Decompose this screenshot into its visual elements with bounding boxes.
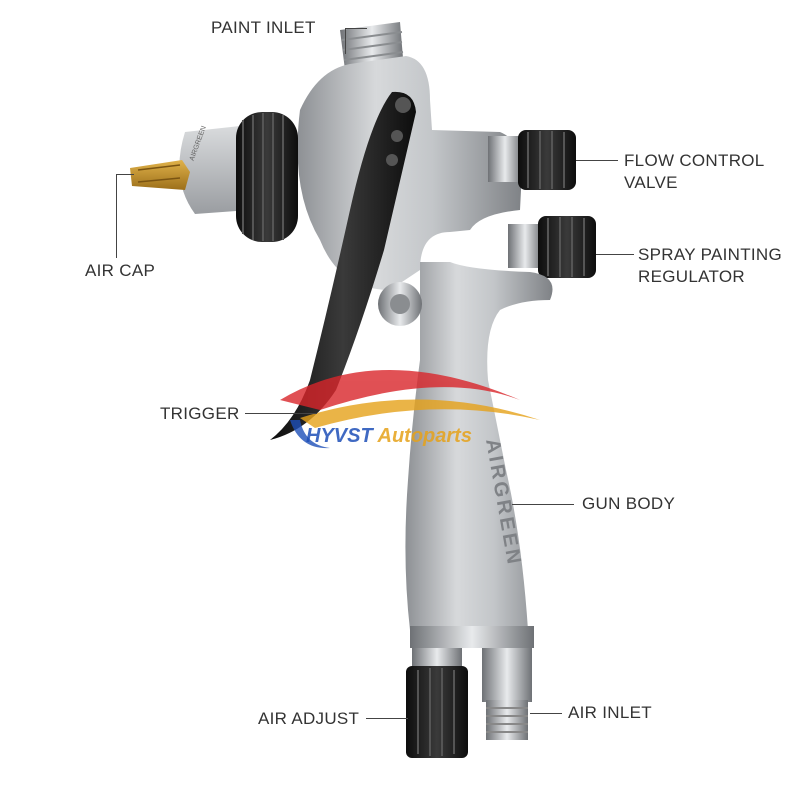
flow-control-valve-part bbox=[488, 130, 576, 190]
air-adjust-part bbox=[406, 648, 468, 758]
flow-control-line1: FLOW CONTROL bbox=[624, 151, 765, 170]
spray-regulator-part bbox=[508, 216, 596, 278]
air-cap-leader-top bbox=[116, 174, 134, 175]
flow-control-leader bbox=[576, 160, 618, 161]
trigger-leader bbox=[245, 413, 317, 414]
flow-control-line2: VALVE bbox=[624, 173, 678, 192]
gun-body-part: AIRGREEN bbox=[405, 262, 553, 648]
air-inlet-leader bbox=[530, 713, 562, 714]
trigger-label: TRIGGER bbox=[160, 404, 240, 423]
paint-inlet-label: PAINT INLET bbox=[211, 18, 316, 37]
gun-body-label: GUN BODY bbox=[582, 494, 676, 513]
watermark-suffix: Autoparts bbox=[377, 425, 472, 447]
flow-control-valve-label: FLOW CONTROL VALVE bbox=[624, 150, 765, 194]
air-inlet-label: AIR INLET bbox=[568, 703, 652, 722]
spray-regulator-line2: REGULATOR bbox=[638, 267, 745, 286]
trigger-part bbox=[270, 91, 416, 440]
spray-regulator-label: SPRAY PAINTING REGULATOR bbox=[638, 244, 782, 288]
paint-inlet-leader bbox=[345, 28, 367, 29]
air-adjust-leader bbox=[366, 718, 408, 719]
watermark-text: HYVST Autoparts bbox=[306, 425, 472, 448]
air-inlet-part bbox=[482, 648, 532, 740]
air-cap-leader bbox=[116, 174, 117, 258]
watermark-swoosh bbox=[280, 370, 540, 449]
body-nut-part bbox=[378, 282, 422, 326]
air-cap-part bbox=[130, 112, 298, 242]
spray-regulator-leader bbox=[596, 254, 634, 255]
air-adjust-label: AIR ADJUST bbox=[258, 709, 360, 728]
paint-inlet-leader-drop bbox=[345, 28, 346, 54]
spray-regulator-line1: SPRAY PAINTING bbox=[638, 245, 783, 264]
watermark-brand: HYVST bbox=[306, 425, 373, 447]
air-cap-label: AIR CAP bbox=[85, 261, 156, 280]
gun-body-leader bbox=[512, 504, 574, 505]
